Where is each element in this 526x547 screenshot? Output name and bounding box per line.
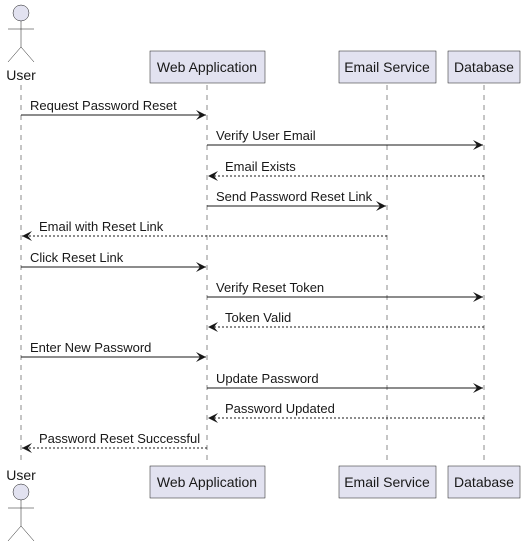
message-label: Request Password Reset <box>30 98 177 113</box>
user-actor-label-top: User <box>6 67 36 83</box>
database-participant-top: Database <box>447 50 521 84</box>
message-12: Password Reset Successful <box>22 431 207 453</box>
message-1: Request Password Reset <box>21 98 206 120</box>
message-label: Email Exists <box>225 159 296 174</box>
message-5: Email with Reset Link <box>22 219 387 241</box>
message-11: Password Updated <box>208 401 484 423</box>
message-3: Email Exists <box>208 159 484 181</box>
message-label: Enter New Password <box>30 340 151 355</box>
message-label: Update Password <box>216 371 319 386</box>
message-label: Email with Reset Link <box>39 219 164 234</box>
message-10: Update Password <box>207 371 483 393</box>
web-application-participant-bottom: Web Application <box>149 465 266 499</box>
user-actor-label-bottom: User <box>6 467 36 483</box>
message-label: Verify User Email <box>216 128 316 143</box>
message-4: Send Password Reset Link <box>207 189 386 211</box>
database-label-top: Database <box>454 59 514 75</box>
message-7: Verify Reset Token <box>207 280 483 302</box>
message-label: Token Valid <box>225 310 291 325</box>
email-service-label-top: Email Service <box>344 59 430 75</box>
message-label: Password Updated <box>225 401 335 416</box>
message-2: Verify User Email <box>207 128 483 150</box>
message-8: Token Valid <box>208 310 484 332</box>
message-label: Verify Reset Token <box>216 280 324 295</box>
database-label-bottom: Database <box>454 474 514 490</box>
message-label: Click Reset Link <box>30 250 124 265</box>
message-label: Password Reset Successful <box>39 431 200 446</box>
email-service-label-bottom: Email Service <box>344 474 430 490</box>
user-actor-icon-top <box>7 4 35 63</box>
user-actor-icon-bottom <box>7 483 35 542</box>
email-service-participant-top: Email Service <box>338 50 437 84</box>
message-6: Click Reset Link <box>21 250 206 272</box>
database-participant-bottom: Database <box>447 465 521 499</box>
web-application-label-top: Web Application <box>157 59 257 75</box>
web-application-label-bottom: Web Application <box>157 474 257 490</box>
email-service-participant-bottom: Email Service <box>338 465 437 499</box>
web-application-participant-top: Web Application <box>149 50 266 84</box>
message-label: Send Password Reset Link <box>216 189 373 204</box>
message-9: Enter New Password <box>21 340 206 362</box>
